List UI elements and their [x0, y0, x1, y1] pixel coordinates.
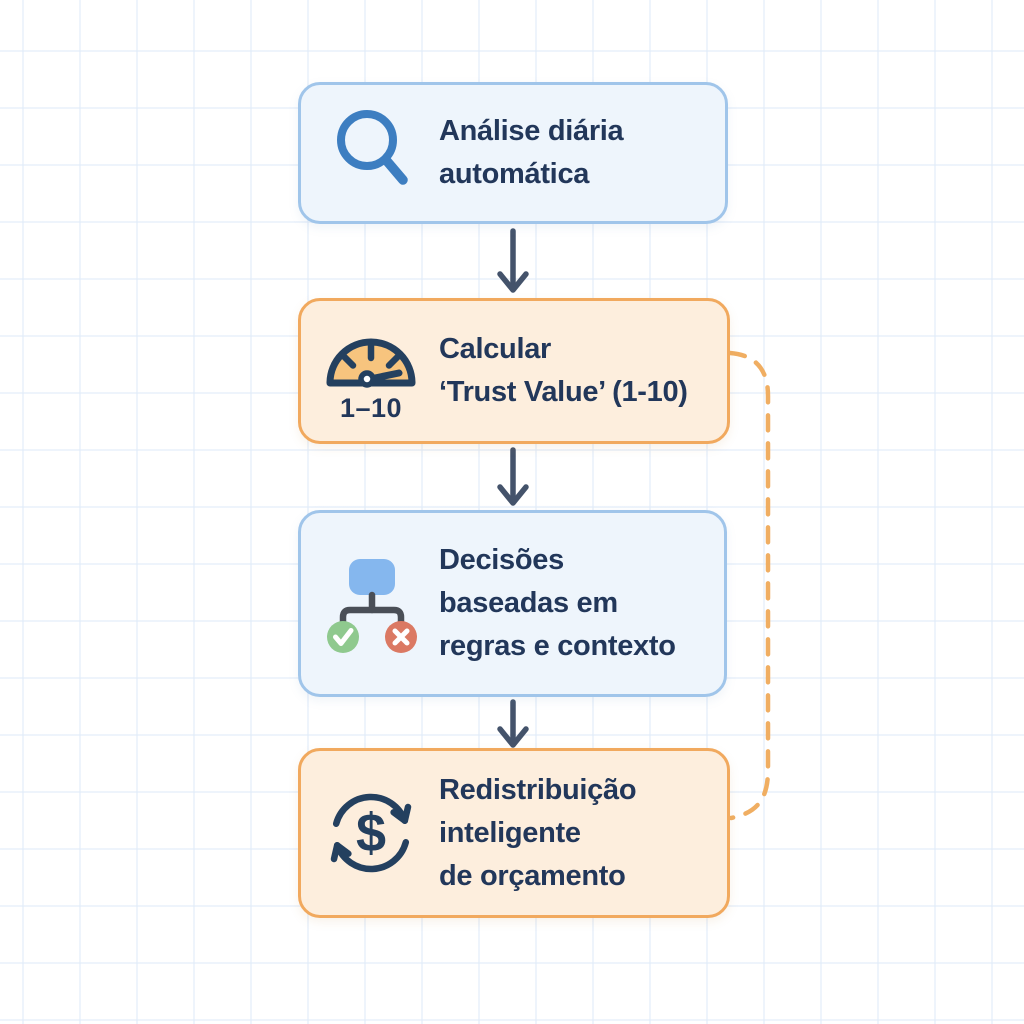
step-text-line: Análise diária	[439, 115, 624, 147]
decision-tree-icon	[327, 558, 417, 653]
dollar-symbol: $	[356, 803, 386, 863]
currency-refresh-icon: $	[330, 793, 412, 873]
step-icon-column: $	[325, 785, 417, 881]
step-icon-column	[325, 107, 417, 199]
gauge-range-label: 1–10	[339, 392, 403, 423]
step-text-line: Calcular	[439, 333, 552, 365]
step-text-line: inteligente	[439, 816, 581, 849]
step-card-daily-analysis: Análise diária automática	[298, 82, 728, 224]
step-text-line: Redistribuição	[439, 773, 637, 806]
flow-arrow-2	[497, 447, 529, 506]
flow-arrow-1	[497, 228, 529, 293]
gauge-icon	[326, 338, 416, 388]
feedback-dashed-connector	[727, 350, 771, 821]
flow-arrow-3	[497, 699, 529, 748]
step-text-line: de orçamento	[439, 859, 626, 892]
tree-root-node	[349, 558, 395, 595]
step-text-line: automática	[439, 158, 590, 190]
step-icon-column	[325, 553, 417, 655]
step-text-line: regras e contexto	[439, 630, 676, 662]
check-mark-icon	[333, 627, 354, 646]
step-text-line: Decisões	[439, 544, 564, 576]
step-card-budget-redistribution: $ Redistribuição inteligente de orçament…	[298, 748, 730, 918]
step-card-trust-value: 1–10 Calcular ‘Trust Value’ (1-10)	[298, 298, 730, 444]
step-card-rule-decisions: Decisões baseadas em regras e contexto	[298, 510, 727, 697]
step-text: Redistribuição inteligente de orçamento	[439, 769, 637, 898]
step-text-line: ‘Trust Value’ (1-10)	[439, 376, 688, 408]
step-text: Calcular ‘Trust Value’ (1-10)	[439, 328, 688, 414]
search-icon	[337, 110, 408, 185]
step-text: Análise diária automática	[439, 110, 624, 196]
step-text-line: baseadas em	[439, 587, 618, 619]
step-text: Decisões baseadas em regras e contexto	[439, 539, 676, 668]
step-icon-column: 1–10	[325, 321, 417, 422]
